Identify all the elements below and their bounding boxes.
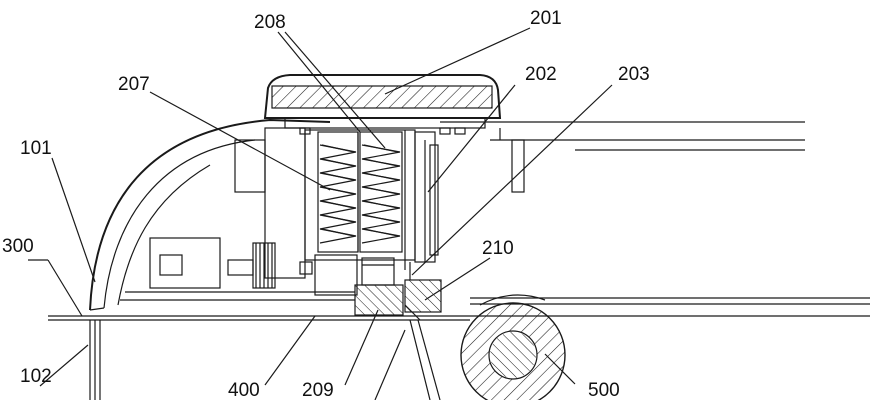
label-102: 102 [20,366,52,387]
spring-207 [317,131,359,253]
label-203: 203 [618,64,650,85]
base-plate [48,297,870,400]
inner-frame [234,127,501,279]
label-210: 210 [482,238,514,259]
label-201: 201 [530,8,562,29]
curved-housing [89,118,331,311]
label-300: 300 [2,236,34,257]
upper-rails [440,121,805,193]
label-207: 207 [118,74,150,95]
roller-500 [460,294,566,400]
gear-209 [354,257,404,316]
label-500: 500 [588,380,620,400]
cap-201 [263,74,502,135]
spring-208 [357,130,406,270]
label-209: 209 [302,380,334,400]
gear-210 [404,262,442,321]
label-202: 202 [525,64,557,85]
label-400: 400 [228,380,260,400]
label-101: 101 [20,138,52,159]
left-block [120,237,358,301]
leader-lines [28,27,613,400]
label-208: 208 [254,12,286,33]
